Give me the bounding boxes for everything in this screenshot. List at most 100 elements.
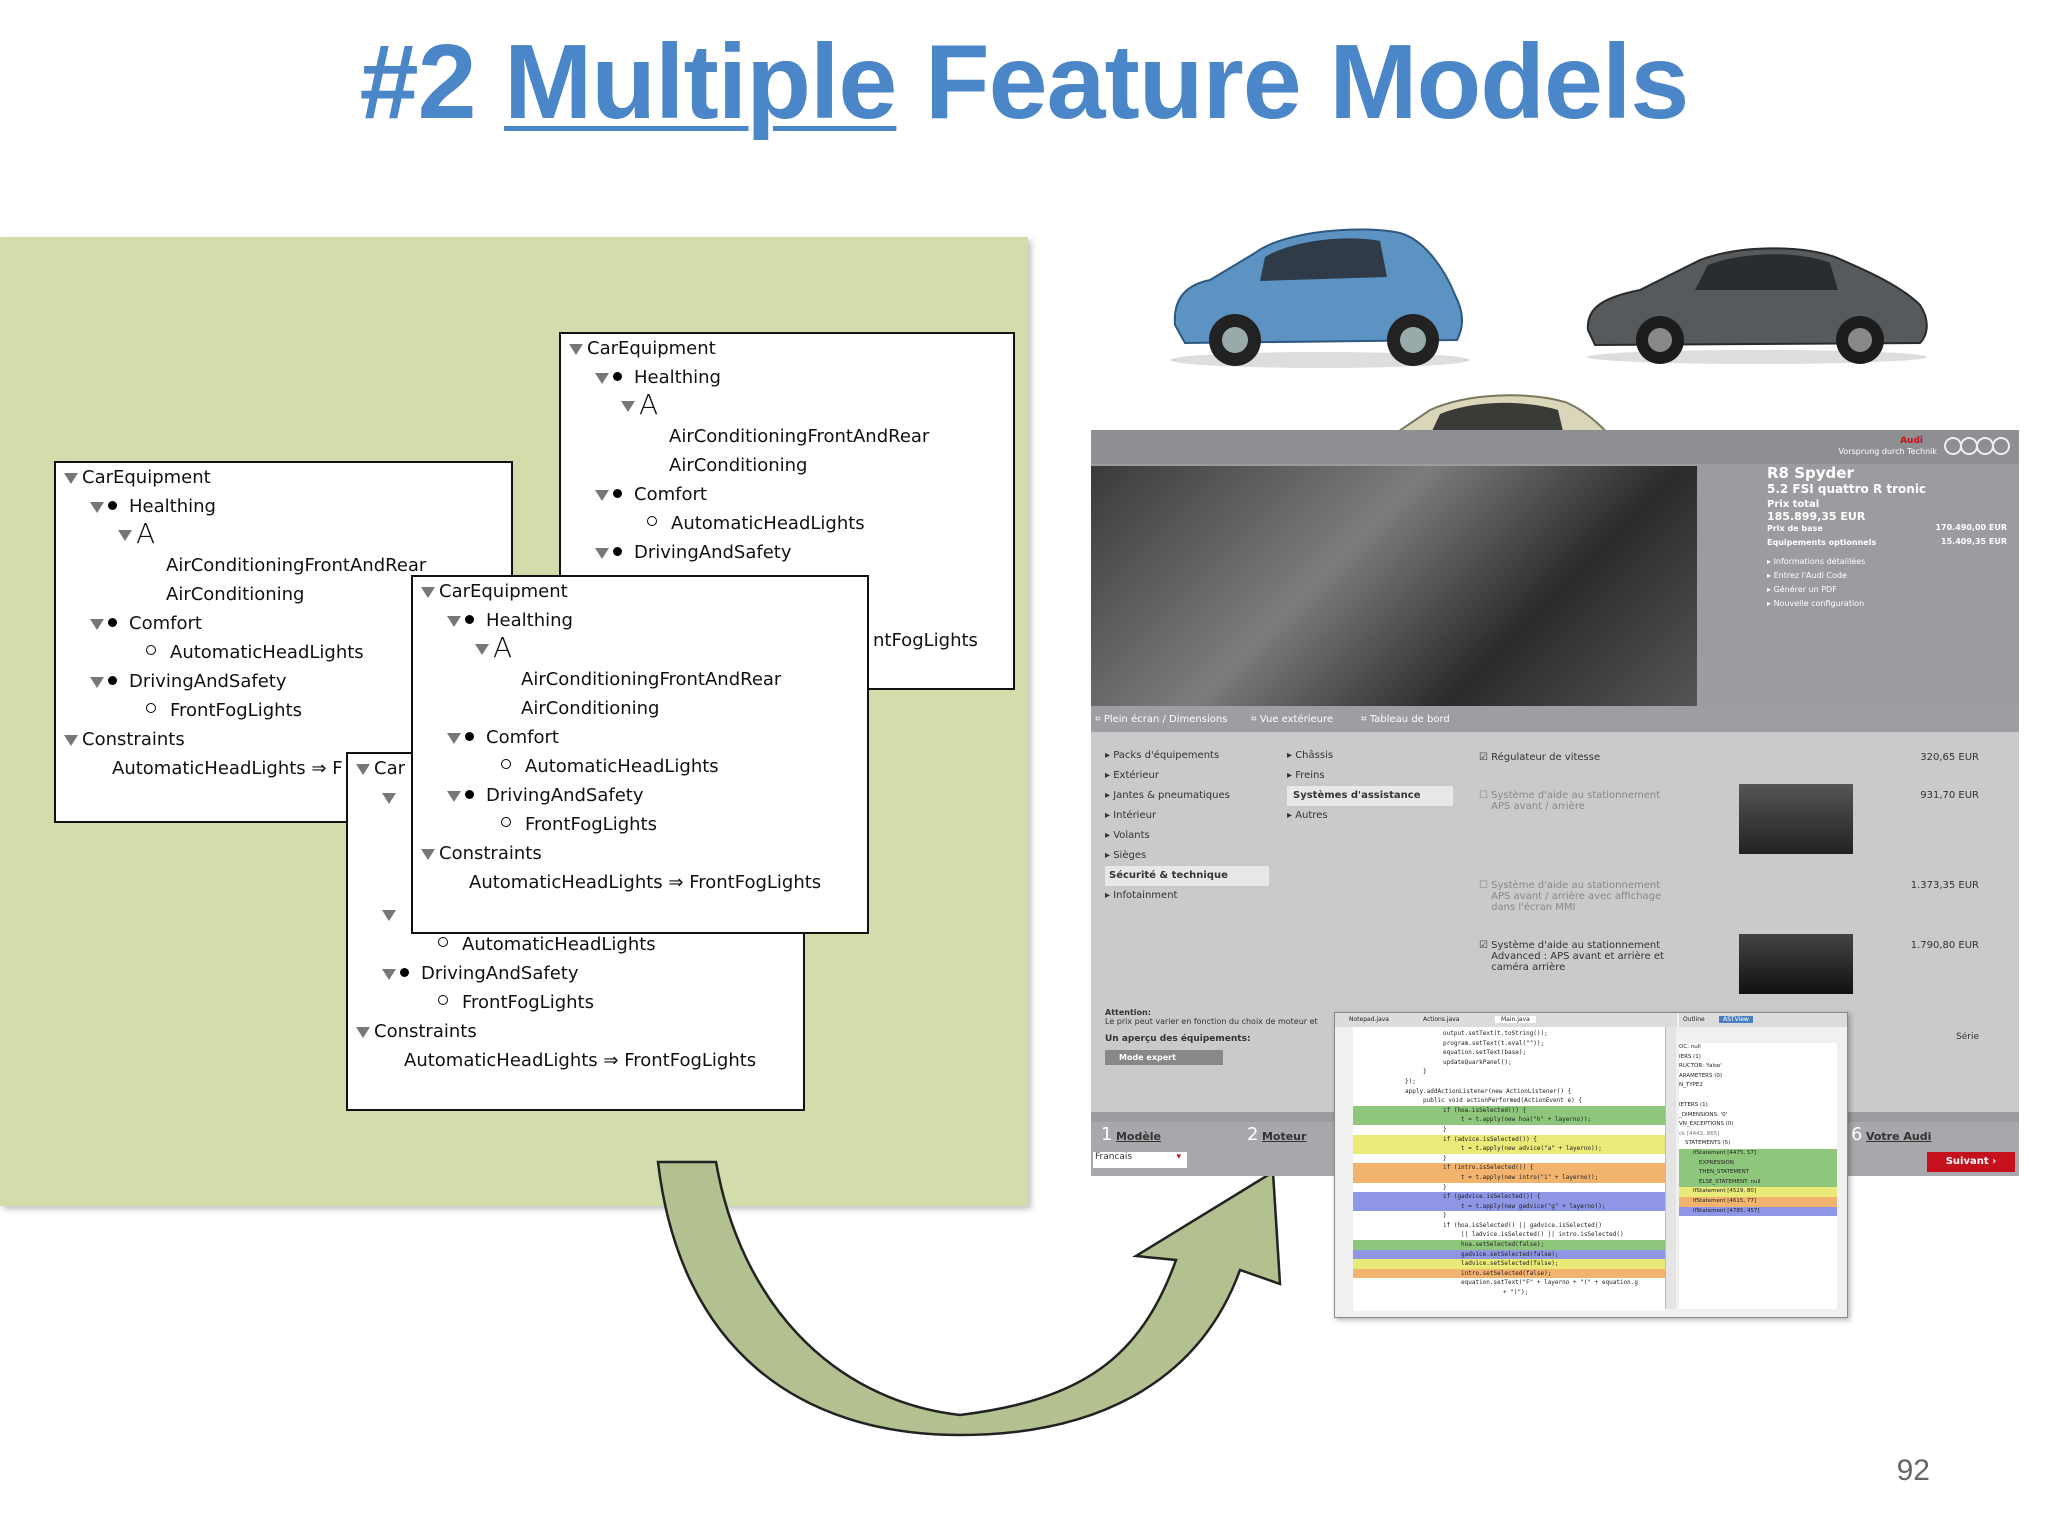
view-tabs: ⌗ Plein écran / Dimensions ⌗ Vue extérie… [1091,706,2019,732]
option-price: 931,70 EUR [1920,790,1979,801]
submenu-item[interactable]: ▸ Freins [1287,770,1325,781]
ast-node: IfStatement [4475, 57] [1679,1148,1837,1159]
expand-triangle-icon[interactable] [421,586,435,598]
tab-fullscreen[interactable]: ⌗ Plein écran / Dimensions [1095,714,1228,725]
editor-tab[interactable]: Notepad.java [1349,1016,1389,1023]
ast-node: RUCTOR: 'false' [1679,1063,1722,1070]
menu-item[interactable]: ▸ Extérieur [1105,770,1160,781]
expand-triangle-icon[interactable] [447,790,461,802]
ast-node: _DIMENSIONS: '0' [1679,1111,1728,1118]
expand-triangle-icon[interactable] [595,489,609,501]
expand-triangle-icon[interactable] [447,732,461,744]
expand-triangle-icon[interactable] [356,1026,370,1038]
equipment-panel: ▸ Packs d'équipements ▸ Extérieur ▸ Jant… [1091,732,2019,1112]
link-audi-code-label: Entrez l'Audi Code [1773,571,1847,580]
code-editor[interactable]: output.setText(t.toString()); program.se… [1353,1027,1665,1311]
link-audi-code[interactable]: ▸ Entrez l'Audi Code [1767,571,1847,580]
code-line: public void actionPerformed(ActionEvent … [1423,1097,1582,1105]
expand-triangle-icon[interactable] [447,615,461,627]
expand-triangle-icon[interactable] [621,400,635,412]
ast-tree-view[interactable]: OC: null IERS (1) RUCTOR: 'false' ARAMET… [1679,1043,1837,1309]
mandatory-dot-icon [613,547,622,556]
menu-item[interactable]: ▸ Jantes & pneumatiques [1105,790,1230,801]
ast-node: STATEMENTS (5) [1685,1140,1731,1147]
editor-tab-active[interactable]: Main.java [1495,1016,1536,1023]
expand-triangle-icon[interactable] [421,848,435,860]
menu-item[interactable]: ▸ Sièges [1105,850,1147,861]
link-details[interactable]: ▸ Informations détaillées [1767,557,1866,566]
expert-mode-button[interactable]: Mode expert [1105,1050,1223,1065]
step-label: Modèle [1115,1130,1162,1143]
submenu-item[interactable]: ▸ Châssis [1287,750,1334,761]
option-row[interactable]: ☐ Système d'aide au stationnement APS av… [1479,790,1979,812]
fm-fog-partial: ntFogLights [873,630,978,651]
expand-triangle-icon[interactable] [356,763,370,775]
expand-triangle-icon[interactable] [90,676,104,688]
code-line: apply.addActionListener(new ActionListen… [1405,1087,1572,1095]
expand-triangle-icon[interactable] [382,909,396,921]
optional-circle-icon [501,817,511,827]
step-model[interactable]: 1 Modèle [1101,1124,1161,1145]
outline-tab[interactable]: Outline [1683,1016,1705,1023]
ast-node: IETERS (1) [1679,1101,1708,1108]
link-new-config[interactable]: ▸ Nouvelle configuration [1767,599,1865,608]
submenu-item-selected[interactable]: Systèmes d'assistance [1287,786,1453,806]
fm-ac-front-rear: AirConditioningFrontAndRear [166,555,427,576]
ast-node: ELSE_STATEMENT: null [1679,1177,1837,1188]
code-line: } [1443,1154,1447,1162]
editor-tabs: Notepad.java Actions.java Main.java [1335,1013,1677,1027]
option-row[interactable]: ☐ Système d'aide au stationnement APS av… [1479,880,1979,913]
link-pdf[interactable]: ▸ Générer un PDF [1767,585,1837,594]
menu-item-selected[interactable]: Sécurité & technique [1105,866,1269,886]
expand-triangle-icon[interactable] [595,547,609,559]
mandatory-dot-icon [465,790,474,799]
astview-tab[interactable]: ASTView [1719,1016,1753,1023]
step-your-audi[interactable]: 6 Votre Audi [1851,1124,1931,1145]
code-line: equation.setText(base); [1443,1049,1527,1057]
expand-triangle-icon[interactable] [64,472,78,484]
tab-dashboard[interactable]: ⌗ Tableau de bord [1361,714,1450,725]
fm-root: Car [374,758,405,779]
expand-triangle-icon[interactable] [382,792,396,804]
code-line: if (hoa.isSelected()) { [1353,1105,1665,1116]
step-engine[interactable]: 2 Moteur [1247,1124,1306,1145]
fm-comfort: Comfort [486,727,559,748]
next-label: Suivant [1945,1156,1989,1167]
editor-tab[interactable]: Actions.java [1423,1016,1460,1023]
submenu-item-label: Systèmes d'assistance [1293,790,1421,801]
expand-triangle-icon[interactable] [118,529,132,541]
expand-triangle-icon[interactable] [382,968,396,980]
alternative-group-icon: A [136,517,156,550]
next-button[interactable]: Suivant › [1927,1152,2015,1172]
code-line: } [1443,1183,1447,1191]
audi-brand-tag: Audi [1900,436,1923,446]
option-thumbnail [1739,784,1853,854]
options-price-value: 15.409,35 EUR [1941,537,2007,546]
editor-scrollbar[interactable] [1665,1027,1676,1309]
menu-item[interactable]: ▸ Intérieur [1105,810,1157,821]
expand-triangle-icon[interactable] [595,372,609,384]
option-row[interactable]: ☑ Système d'aide au stationnement Advanc… [1479,940,1979,973]
expand-triangle-icon[interactable] [90,501,104,513]
ast-node: IfStatement [4615, 77] [1679,1196,1837,1207]
expand-triangle-icon[interactable] [64,734,78,746]
menu-item[interactable]: ▸ Infotainment [1105,890,1178,901]
submenu-item[interactable]: ▸ Autres [1287,810,1328,821]
menu-item[interactable]: ▸ Packs d'équipements [1105,750,1220,761]
expand-triangle-icon[interactable] [90,618,104,630]
ast-node: ARAMETERS (0) [1679,1072,1723,1079]
language-select[interactable]: Francais▾ [1093,1152,1187,1168]
ide-screenshot: Notepad.java Actions.java Main.java outp… [1334,1012,1848,1318]
expand-triangle-icon[interactable] [569,343,583,355]
tab-exterior[interactable]: ⌗ Vue extérieure [1251,714,1334,725]
code-line: output.setText(t.toString()); [1443,1030,1548,1037]
options-price-label: Equipements optionnels [1767,538,1877,547]
code-line: } [1423,1068,1427,1076]
menu-item[interactable]: ▸ Volants [1105,830,1150,841]
step-number: 1 [1101,1124,1113,1145]
mandatory-dot-icon [465,615,474,624]
audi-slogan: Vorsprung durch Technik [1838,447,1937,456]
fm-ac: AirConditioning [166,584,305,605]
expand-triangle-icon[interactable] [475,643,489,655]
